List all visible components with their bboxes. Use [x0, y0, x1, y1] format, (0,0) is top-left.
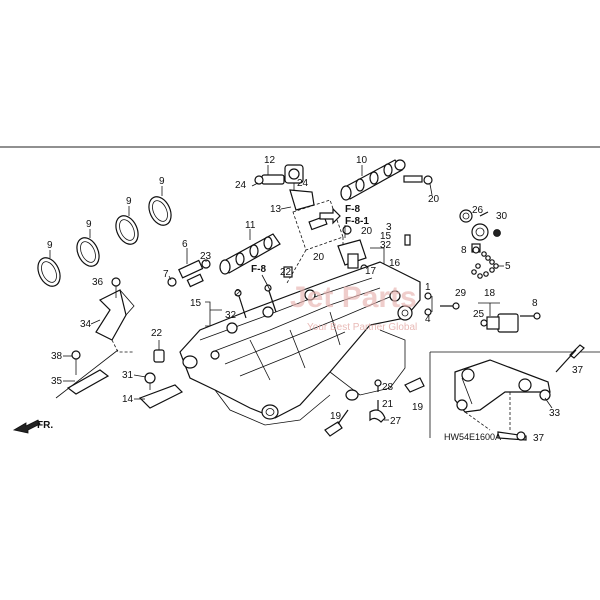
svg-text:12: 12: [264, 155, 276, 166]
svg-text:6: 6: [182, 239, 188, 250]
right-detail-box: [429, 351, 600, 438]
svg-text:8: 8: [461, 245, 467, 256]
svg-text:32: 32: [225, 310, 237, 321]
svg-text:26: 26: [472, 205, 484, 216]
svg-text:37: 37: [533, 433, 545, 444]
ref-label-f8-1: F-8-1: [345, 216, 369, 227]
sensor-chain: [459, 209, 501, 279]
svg-text:15: 15: [190, 298, 202, 309]
svg-text:15: 15: [380, 231, 392, 242]
bolts-manifold: [138, 266, 460, 437]
svg-text:11: 11: [245, 220, 256, 231]
svg-text:10: 10: [356, 155, 368, 166]
svg-text:20: 20: [313, 252, 325, 263]
bracket-34: [95, 289, 135, 353]
svg-text:34: 34: [80, 319, 92, 330]
svg-text:4: 4: [425, 314, 431, 325]
svg-text:19: 19: [412, 402, 424, 413]
svg-text:18: 18: [484, 288, 496, 299]
svg-text:8: 8: [532, 298, 538, 309]
svg-text:9: 9: [47, 240, 53, 251]
svg-text:2: 2: [235, 288, 241, 299]
svg-text:35: 35: [51, 376, 63, 387]
svg-text:38: 38: [51, 351, 63, 362]
svg-text:19: 19: [330, 411, 342, 422]
svg-text:14: 14: [122, 394, 134, 405]
svg-text:25: 25: [473, 309, 485, 320]
svg-text:24: 24: [297, 178, 309, 189]
svg-text:28: 28: [382, 382, 394, 393]
fuel-rail-lower: [219, 229, 281, 275]
ref-label-f8: F-8: [345, 204, 360, 215]
svg-text:22: 22: [151, 328, 163, 339]
intake-manifold: [179, 261, 421, 426]
svg-text:9: 9: [126, 196, 132, 207]
svg-text:Your Best Partner Global: Your Best Partner Global: [307, 322, 417, 333]
map-sensor: [337, 225, 411, 276]
watermark: Jet Parts Your Best Partner Global: [290, 281, 417, 333]
bolt-36: [111, 277, 121, 298]
svg-text:FR.: FR.: [37, 420, 53, 431]
svg-text:29: 29: [455, 288, 467, 299]
svg-text:3: 3: [386, 222, 392, 233]
svg-text:1: 1: [425, 282, 431, 293]
svg-text:24: 24: [235, 180, 247, 191]
svg-text:37: 37: [572, 365, 584, 376]
svg-text:9: 9: [86, 219, 92, 230]
ref-label-f8-lower: F-8: [251, 264, 266, 275]
o-ring: [37, 257, 61, 287]
svg-text:23: 23: [200, 251, 212, 262]
svg-text:20: 20: [428, 194, 440, 205]
leader-left: [55, 349, 119, 399]
svg-text:20: 20: [361, 226, 373, 237]
svg-text:22: 22: [280, 267, 292, 278]
svg-text:9: 9: [159, 176, 165, 187]
injector-assembly: [167, 248, 211, 288]
svg-text:17: 17: [365, 266, 377, 277]
bracket-33: [454, 344, 585, 441]
callouts: 9 9 9 9 10 12 24 24 13 20 20 20 11 6 7 2…: [47, 155, 584, 444]
o-ring-group: [37, 186, 172, 287]
o-ring: [76, 237, 100, 267]
valve-18: [478, 302, 541, 333]
o-ring: [115, 215, 139, 245]
svg-text:21: 21: [382, 399, 394, 410]
svg-text:7: 7: [163, 269, 169, 280]
svg-text:36: 36: [92, 277, 104, 288]
svg-text:Jet Parts: Jet Parts: [290, 281, 417, 314]
svg-text:16: 16: [389, 258, 401, 269]
svg-text:31: 31: [122, 370, 134, 381]
ref-arrow: [319, 207, 341, 225]
bracket-35: [66, 350, 110, 395]
svg-text:30: 30: [496, 211, 508, 222]
front-arrow-icon: FR.: [12, 419, 53, 434]
fuel-rail-upper: [340, 159, 433, 201]
svg-text:5: 5: [505, 261, 511, 272]
svg-text:27: 27: [390, 416, 402, 427]
diagram-code: HW54E1600A: [444, 432, 501, 442]
svg-text:33: 33: [549, 408, 561, 419]
o-ring: [148, 196, 172, 226]
svg-text:13: 13: [270, 204, 282, 215]
svg-text:32: 32: [380, 240, 392, 251]
